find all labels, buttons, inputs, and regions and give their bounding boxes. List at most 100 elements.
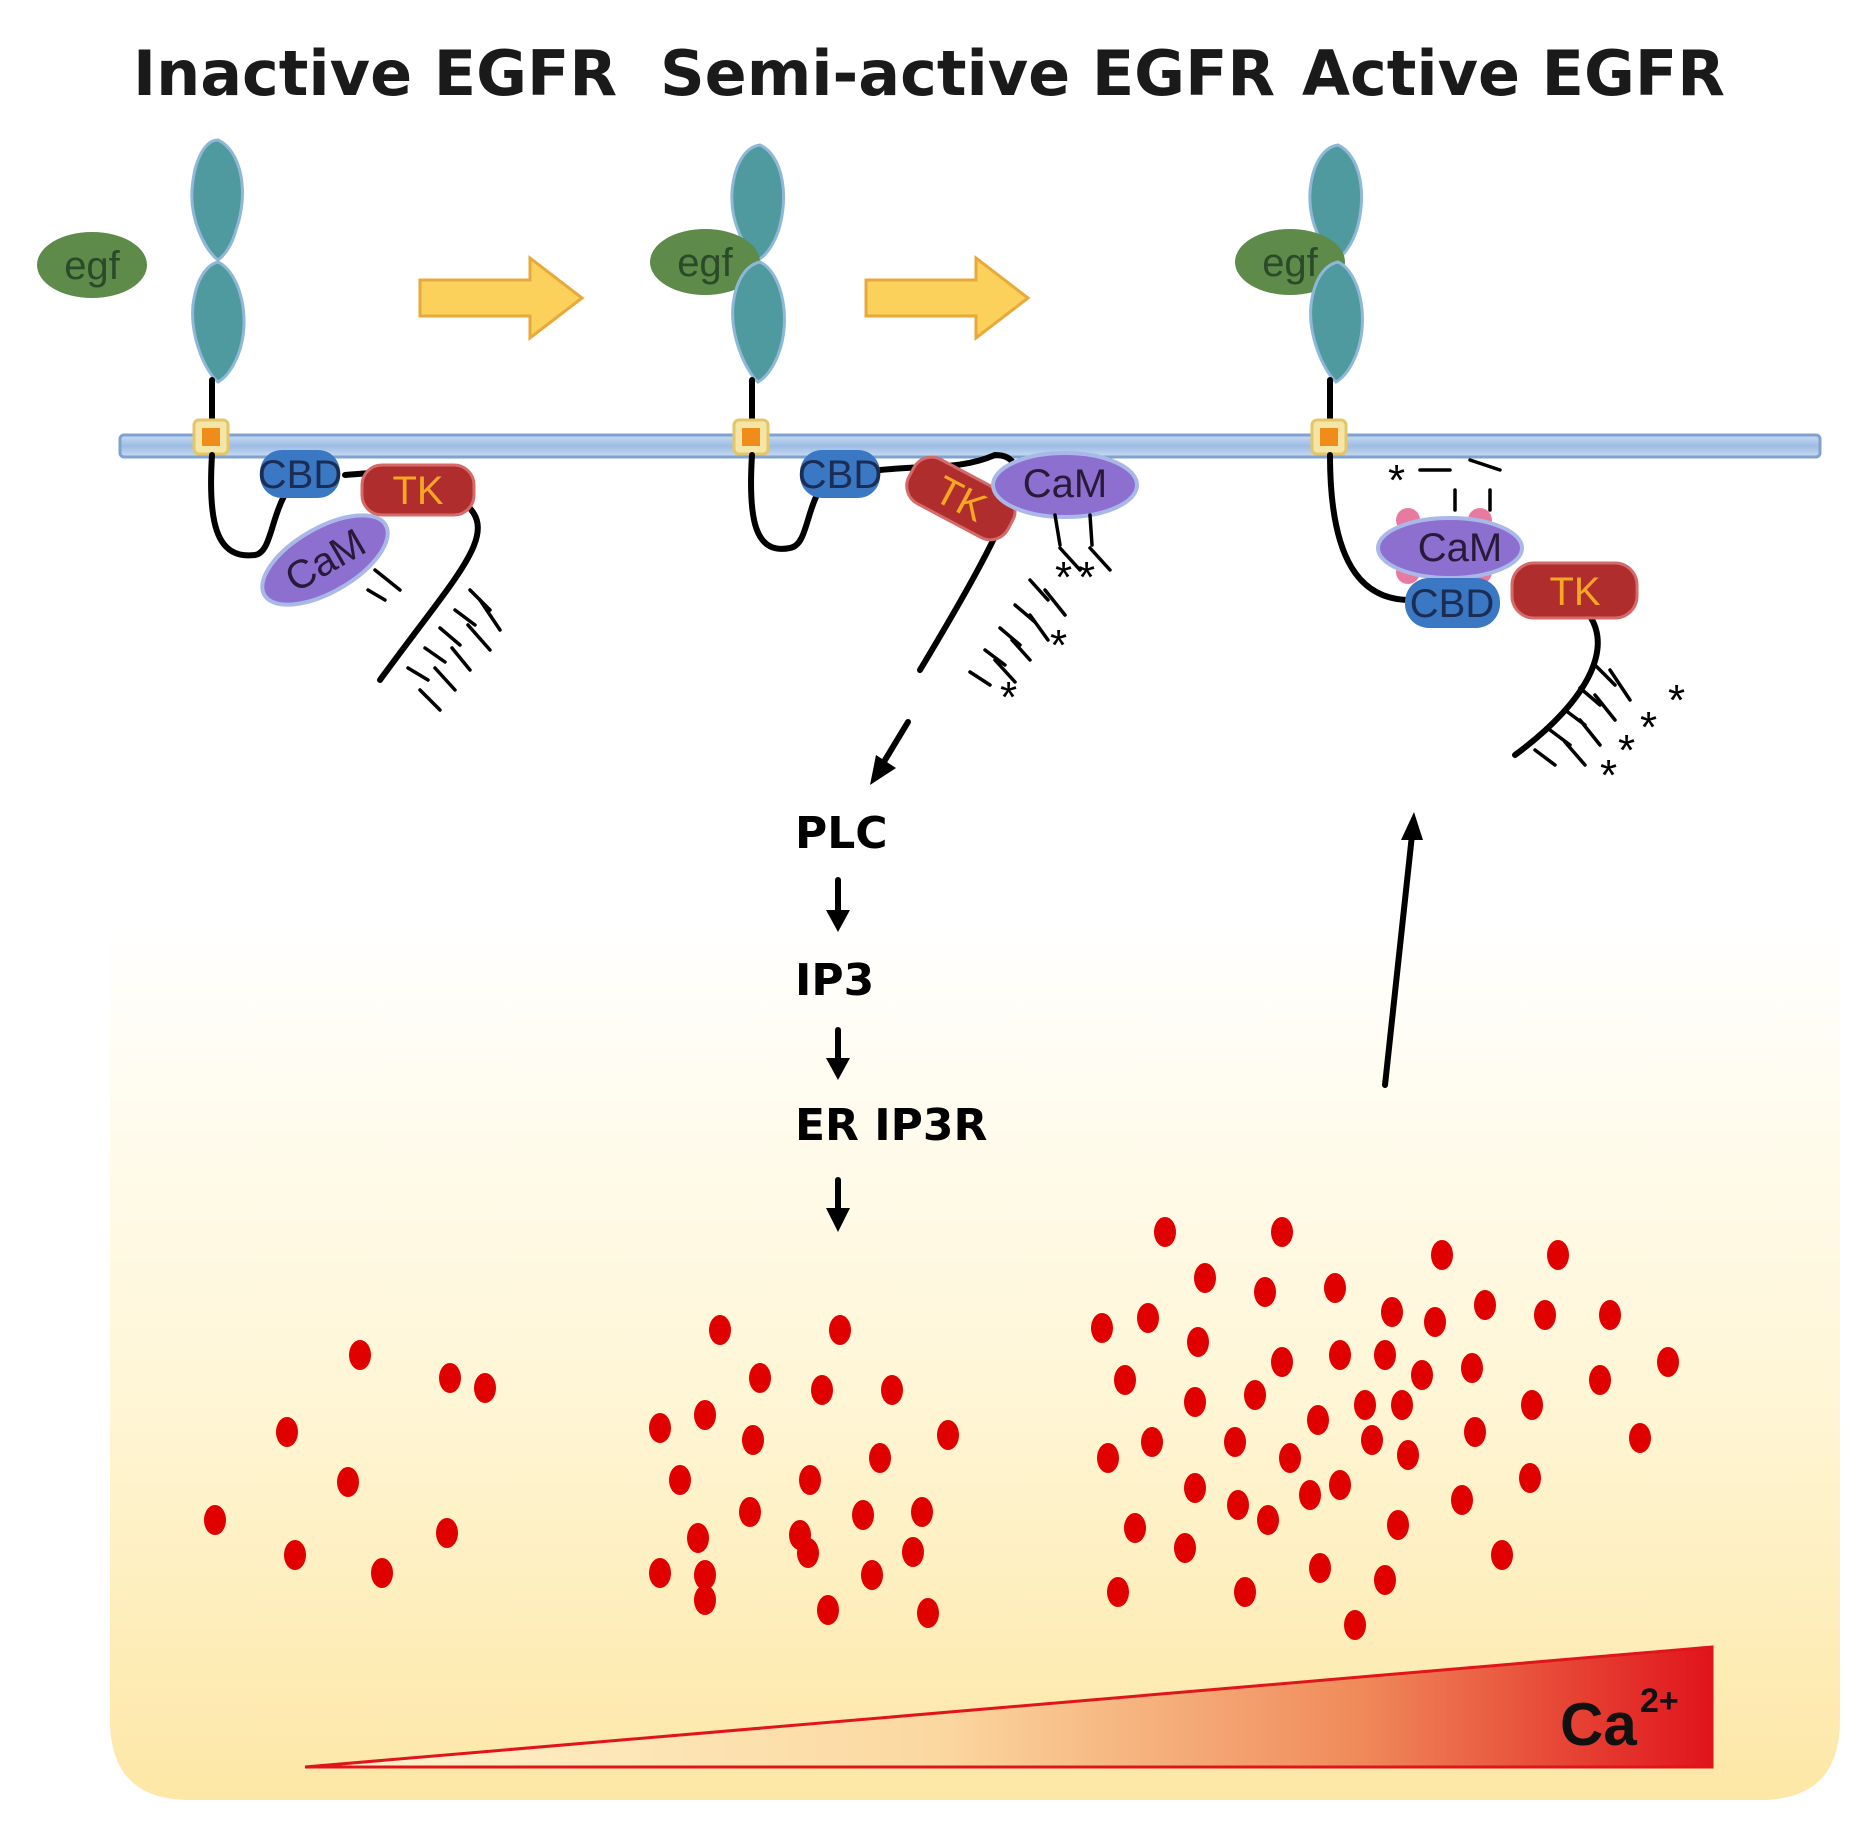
calcium-ion bbox=[1521, 1390, 1543, 1420]
calcium-ion bbox=[1307, 1405, 1329, 1435]
calcium-ion bbox=[799, 1465, 821, 1495]
svg-text:egf: egf bbox=[677, 241, 733, 285]
pathway-er-ip3r: ER IP3R bbox=[795, 1100, 987, 1151]
calcium-ion bbox=[911, 1497, 933, 1527]
calcium-ion bbox=[739, 1497, 761, 1527]
calcium-ion bbox=[1184, 1387, 1206, 1417]
calcium-ion bbox=[1411, 1360, 1433, 1390]
calcium-ion bbox=[1461, 1353, 1483, 1383]
calcium-ion bbox=[1424, 1307, 1446, 1337]
calcium-charge: 2+ bbox=[1640, 1682, 1679, 1720]
calcium-ion bbox=[1491, 1540, 1513, 1570]
calcium-ion bbox=[1279, 1443, 1301, 1473]
calcium-ion bbox=[1234, 1577, 1256, 1607]
calcium-ion bbox=[1224, 1427, 1246, 1457]
calcium-ion bbox=[1464, 1417, 1486, 1447]
calcium-ion bbox=[1431, 1240, 1453, 1270]
pathway-ip3: IP3 bbox=[795, 955, 874, 1006]
receptor-semi-active: egf CBD TK CaM ** ** bbox=[650, 143, 1139, 722]
title-active-egfr: Active EGFR bbox=[1302, 37, 1725, 110]
transition-arrow-1 bbox=[418, 254, 585, 342]
calcium-ion bbox=[349, 1340, 371, 1370]
calcium-ion bbox=[709, 1315, 731, 1345]
calcium-ion bbox=[1244, 1380, 1266, 1410]
calcium-ion bbox=[902, 1537, 924, 1567]
pathway-plc: PLC bbox=[795, 808, 888, 859]
calcium-ion bbox=[1271, 1217, 1293, 1247]
calcium-ion bbox=[1374, 1565, 1396, 1595]
receptor-active: egf CaM CBD TK * bbox=[1235, 143, 1685, 800]
tyrosine-residues bbox=[366, 568, 502, 712]
calcium-ion bbox=[1657, 1347, 1679, 1377]
calcium-ion bbox=[937, 1420, 959, 1450]
calcium-ion bbox=[1271, 1347, 1293, 1377]
calcium-ion bbox=[649, 1413, 671, 1443]
receptor-extracellular-lobe bbox=[191, 260, 246, 384]
egf-ligand: egf bbox=[650, 229, 760, 295]
tyrosine-residues bbox=[968, 513, 1112, 687]
calcium-ion bbox=[749, 1363, 771, 1393]
calcium-ion bbox=[1091, 1313, 1113, 1343]
calcium-ion bbox=[1254, 1277, 1276, 1307]
egf-ligand: egf bbox=[37, 232, 147, 298]
svg-text:*: * bbox=[1055, 553, 1072, 602]
calcium-ion bbox=[1391, 1390, 1413, 1420]
calcium-ion bbox=[811, 1375, 833, 1405]
svg-text:egf: egf bbox=[1262, 241, 1318, 285]
calcium-ion bbox=[917, 1598, 939, 1628]
svg-text:*: * bbox=[1000, 673, 1017, 722]
calcium-label: Ca bbox=[1560, 1691, 1637, 1758]
calcium-ion bbox=[829, 1315, 851, 1345]
receptor-extracellular-lobe bbox=[731, 260, 786, 384]
tk-domain: TK bbox=[360, 463, 476, 517]
calcium-ion bbox=[742, 1425, 764, 1455]
calcium-ion bbox=[1519, 1463, 1541, 1493]
calcium-ion bbox=[276, 1417, 298, 1447]
calcium-ion bbox=[881, 1375, 903, 1405]
signaling-pathway: PLC IP3 ER IP3R bbox=[795, 719, 987, 1232]
cbd-domain: CBD bbox=[258, 450, 342, 498]
calcium-ion bbox=[1387, 1510, 1409, 1540]
calcium-ion bbox=[797, 1538, 819, 1568]
svg-text:TK: TK bbox=[1549, 570, 1600, 614]
calcium-ion bbox=[1329, 1470, 1351, 1500]
calcium-ion bbox=[1309, 1553, 1331, 1583]
calcium-ion bbox=[436, 1518, 458, 1548]
svg-text:TK: TK bbox=[392, 469, 443, 513]
svg-text:CaM: CaM bbox=[1023, 462, 1107, 506]
cbd-domain: CBD bbox=[1405, 578, 1500, 628]
calcium-ion bbox=[1097, 1443, 1119, 1473]
calcium-ion bbox=[1361, 1425, 1383, 1455]
calcium-ion bbox=[284, 1540, 306, 1570]
tyrosine-residues bbox=[1418, 458, 1632, 767]
calcium-ion bbox=[817, 1595, 839, 1625]
calcium-ion bbox=[1381, 1297, 1403, 1327]
calcium-ion bbox=[1114, 1365, 1136, 1395]
calcium-ion bbox=[687, 1523, 709, 1553]
calcium-ion bbox=[1137, 1303, 1159, 1333]
calcium-ion bbox=[1534, 1300, 1556, 1330]
phosphorylation-marks: * ** ** bbox=[1388, 456, 1685, 800]
calcium-ion bbox=[1184, 1473, 1206, 1503]
calcium-ion bbox=[1629, 1423, 1651, 1453]
calcium-ion bbox=[1174, 1533, 1196, 1563]
calcium-ion bbox=[1141, 1427, 1163, 1457]
calcium-gradient: Ca 2+ bbox=[304, 1645, 1714, 1769]
calcium-ion bbox=[1547, 1240, 1569, 1270]
cell-membrane bbox=[118, 433, 1822, 459]
cam-domain-calcium-bound: CaM bbox=[1376, 508, 1524, 584]
tk-domain: TK bbox=[1510, 561, 1639, 620]
svg-text:CBD: CBD bbox=[798, 453, 882, 497]
svg-text:CaM: CaM bbox=[1418, 526, 1502, 570]
calcium-ions-high bbox=[1091, 1217, 1679, 1640]
calcium-ion bbox=[861, 1560, 883, 1590]
calcium-ion bbox=[1374, 1340, 1396, 1370]
svg-text:*: * bbox=[1050, 621, 1067, 670]
calcium-ion bbox=[649, 1558, 671, 1588]
calcium-ion bbox=[474, 1373, 496, 1403]
calcium-ion bbox=[1107, 1577, 1129, 1607]
calcium-ion bbox=[694, 1560, 716, 1590]
receptor-inactive: egf CBD TK CaM bbox=[37, 138, 502, 712]
cbd-domain: CBD bbox=[798, 450, 882, 498]
svg-text:CBD: CBD bbox=[258, 453, 342, 497]
